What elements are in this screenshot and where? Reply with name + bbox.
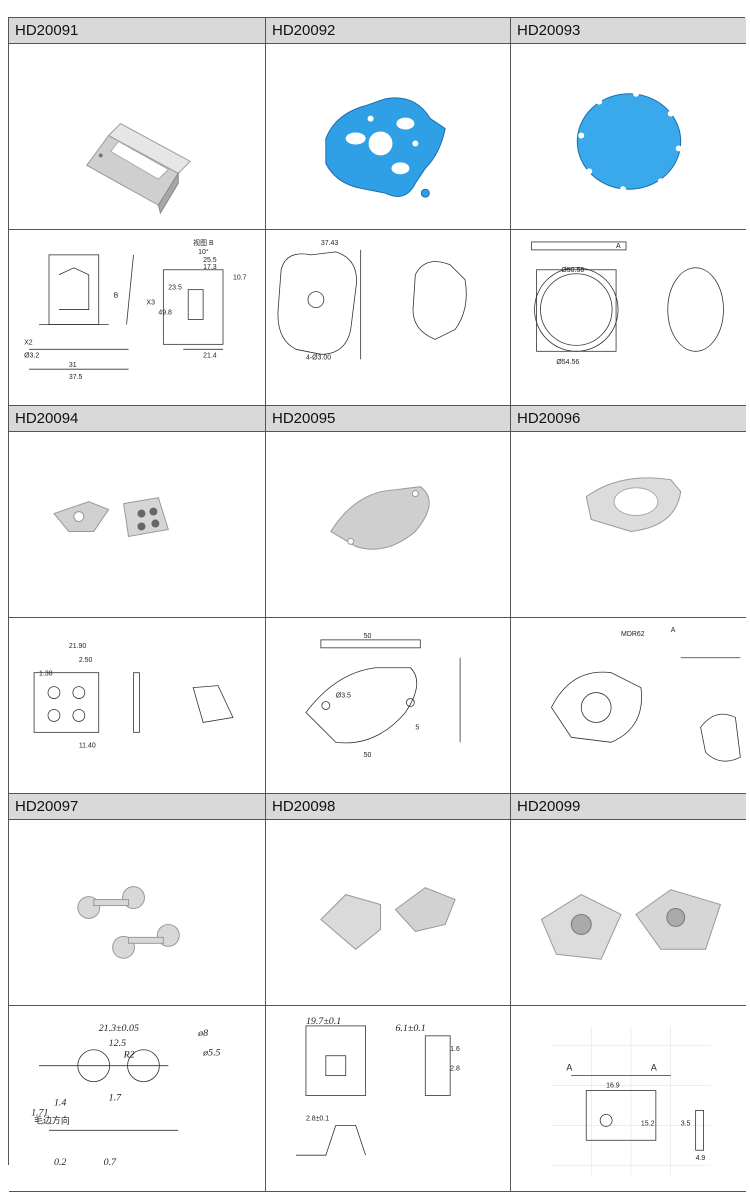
svg-text:1.38: 1.38 [39, 671, 53, 678]
svg-text:2.8±0.1: 2.8±0.1 [306, 1115, 329, 1122]
svg-text:Ø54.56: Ø54.56 [556, 359, 579, 366]
svg-text:1.71: 1.71 [31, 1107, 48, 1118]
svg-text:11.40: 11.40 [79, 742, 96, 749]
svg-text:17.3: 17.3 [203, 264, 217, 271]
product-photo-blue-disc [511, 44, 746, 230]
svg-text:4.9: 4.9 [696, 1155, 706, 1162]
svg-text:0.7: 0.7 [104, 1157, 117, 1168]
product-photo-battery-clips [266, 820, 511, 1006]
technical-drawing-hd20094: 21.90 2.50 1.38 11.40 [9, 618, 266, 794]
svg-text:R2: R2 [123, 1050, 135, 1061]
svg-text:Ø50.56: Ø50.56 [561, 267, 584, 274]
svg-text:25.5: 25.5 [203, 257, 217, 264]
product-photo-bracket [9, 44, 266, 230]
svg-text:ø8: ø8 [197, 1028, 208, 1039]
svg-text:MDR62: MDR62 [621, 631, 645, 638]
product-code-header: HD20091 [9, 18, 266, 44]
technical-drawing-hd20095: 50 Ø3.5 5 50 [266, 618, 511, 794]
svg-text:37.5: 37.5 [69, 374, 83, 381]
product-photo-contacts [9, 820, 266, 1006]
svg-text:X3: X3 [146, 300, 155, 307]
svg-text:5: 5 [415, 724, 419, 731]
svg-text:A: A [651, 1063, 657, 1073]
product-photo-stamped-holders [511, 820, 746, 1006]
svg-text:15.2: 15.2 [641, 1120, 655, 1127]
svg-text:毛边方向: 毛边方向 [34, 1114, 70, 1125]
product-grid: HD20091 HD20092 HD20093 [8, 17, 746, 1192]
technical-drawing-hd20098: 19.7±0.1 6.1±0.1 1.6 2.8 2.8±0.1 [266, 1006, 511, 1192]
svg-text:ø5.5: ø5.5 [202, 1048, 220, 1059]
svg-text:10°: 10° [198, 248, 209, 256]
svg-text:12.5: 12.5 [109, 1038, 126, 1049]
product-code-header: HD20097 [9, 794, 266, 820]
svg-text:50: 50 [364, 752, 372, 759]
technical-drawing-hd20091: 视图 B 10° B 25.5 17.3 10.7 23.5 49.8 21.4… [9, 230, 266, 406]
svg-text:21.4: 21.4 [203, 352, 217, 359]
svg-text:16.9: 16.9 [606, 1083, 620, 1090]
svg-text:31: 31 [69, 362, 77, 369]
svg-text:10.7: 10.7 [233, 275, 247, 282]
svg-text:21.3±0.05: 21.3±0.05 [99, 1023, 139, 1034]
technical-drawing-hd20092: 37.43 4-Ø3.00 [266, 230, 511, 406]
product-code-header: HD20092 [266, 18, 511, 44]
svg-text:23.5: 23.5 [168, 285, 182, 292]
svg-text:A: A [566, 1063, 572, 1073]
svg-text:1.4: 1.4 [54, 1097, 66, 1108]
product-code-header: HD20094 [9, 406, 266, 432]
svg-text:19.7±0.1: 19.7±0.1 [306, 1016, 341, 1027]
svg-text:A: A [671, 627, 676, 634]
svg-text:Ø3.2: Ø3.2 [24, 352, 39, 359]
technical-drawing-hd20097: 21.3±0.05 12.5 ø8 ø5.5 R2 1.4 1.71 1.7 0… [9, 1006, 266, 1192]
svg-text:2.50: 2.50 [79, 657, 93, 664]
product-code-header: HD20098 [266, 794, 511, 820]
svg-text:6.1±0.1: 6.1±0.1 [395, 1023, 425, 1034]
svg-text:21.90: 21.90 [69, 643, 87, 650]
svg-text:Ø3.5: Ø3.5 [336, 693, 351, 700]
product-code-header: HD20099 [511, 794, 746, 820]
svg-text:50: 50 [364, 633, 372, 640]
svg-text:3.5: 3.5 [681, 1120, 691, 1127]
product-photo-blue-plate [266, 44, 511, 230]
technical-drawing-hd20093: Ø50.56 Ø54.56 A [511, 230, 746, 406]
svg-text:1.7: 1.7 [109, 1092, 122, 1103]
svg-text:0.2: 0.2 [54, 1157, 66, 1168]
svg-text:X2: X2 [24, 339, 33, 346]
technical-drawing-hd20099: A A 16.9 15.2 3.5 4.9 [511, 1006, 746, 1192]
svg-text:视图 B: 视图 B [193, 238, 214, 247]
svg-text:A: A [616, 243, 621, 250]
svg-text:B: B [114, 293, 119, 300]
product-photo-plates [9, 432, 266, 618]
product-code-header: HD20096 [511, 406, 746, 432]
product-photo-diamond-plate [266, 432, 511, 618]
product-photo-holder [511, 432, 746, 618]
svg-text:4-Ø3.00: 4-Ø3.00 [306, 354, 331, 361]
svg-text:49.8: 49.8 [158, 310, 172, 317]
svg-text:1.6: 1.6 [450, 1046, 460, 1053]
technical-drawing-hd20096: MDR62 A [511, 618, 746, 794]
product-code-header: HD20095 [266, 406, 511, 432]
svg-text:37.43: 37.43 [321, 240, 339, 247]
svg-text:2.8: 2.8 [450, 1066, 460, 1073]
product-code-header: HD20093 [511, 18, 746, 44]
